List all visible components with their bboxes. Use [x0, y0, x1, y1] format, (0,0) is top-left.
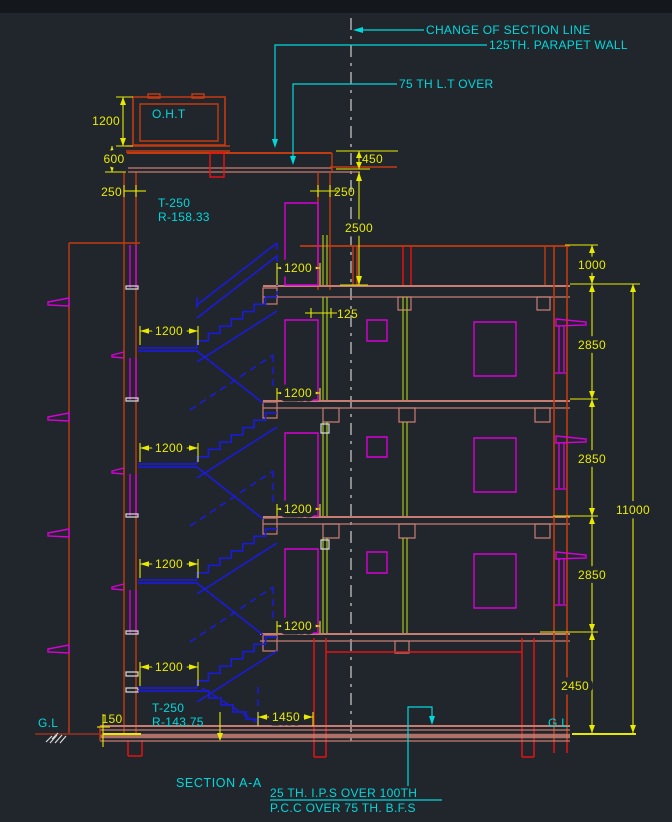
- floor-note-line1: 25 TH. I.P.S OVER 100TH: [270, 786, 417, 800]
- dim-landing-r2: 1200: [284, 386, 312, 400]
- oht-label: O.H.T: [152, 107, 186, 121]
- dim-wall-right-250: 250: [310, 185, 355, 199]
- dim-landing-r1: 1200: [284, 261, 312, 275]
- dim-150: 150: [102, 712, 123, 726]
- right-wall-window-1: [555, 319, 586, 373]
- chajja-left-4: [48, 645, 69, 653]
- dim-2850-f1: 2850: [578, 568, 606, 582]
- right-wall-window-3: [555, 552, 586, 605]
- dim-2850-f3: 2850: [578, 338, 606, 352]
- dim-total-height: 11000: [612, 284, 654, 733]
- dim-125: 125: [337, 307, 358, 321]
- top-flight-railing: [197, 243, 277, 318]
- annotation-leaders: CHANGE OF SECTION LINE 125TH. PARAPET WA…: [272, 23, 628, 165]
- stair-top-tread: T-250: [158, 196, 190, 210]
- terrace-parapet: [300, 246, 570, 285]
- dim-landing-l2: 1200: [155, 441, 183, 455]
- dim-450: 450: [362, 152, 383, 166]
- ground-level-left: G.L: [38, 712, 223, 747]
- gl-left-label: G.L: [38, 716, 58, 730]
- chajja-left-2: [48, 413, 69, 421]
- dim-11000: 11000: [616, 503, 650, 517]
- door-floor1: [285, 549, 318, 633]
- parapet-wall-label: 125TH. PARAPET WALL: [489, 38, 628, 52]
- floor-slab-2: [263, 517, 570, 538]
- chajja-left-1: [48, 298, 69, 306]
- columns: [128, 638, 567, 757]
- vent-openings: [367, 320, 387, 573]
- dim-landing-l4: 1200: [155, 660, 183, 674]
- plinth-slab: [35, 726, 570, 741]
- stair-bottom-riser: R-143.75: [152, 715, 204, 729]
- dim-oht-height: 1200: [92, 97, 133, 146]
- roof-slab: [263, 286, 570, 310]
- right-exterior-wall: [554, 246, 586, 741]
- dim-landing-r4: 1200: [284, 619, 312, 633]
- bottom-flight: [138, 637, 277, 727]
- dim-2450: 2450: [561, 679, 589, 693]
- dim-mumty-height-2500: 2500: [340, 172, 377, 285]
- floor-note-line2: P.C.C OVER 75 TH. B.F.S: [270, 801, 416, 815]
- left-exterior-wall: [48, 243, 140, 733]
- partition-walls: [321, 235, 407, 633]
- chajja-left-3: [48, 529, 69, 537]
- right-wall-window-2: [555, 436, 586, 489]
- floor-note: 25 TH. I.P.S OVER 100TH P.C.C OVER 75 TH…: [270, 707, 442, 815]
- lt-over-label: 75 TH L.T OVER: [399, 77, 493, 91]
- overhead-tank: [126, 94, 230, 151]
- dim-1450: 1450: [272, 710, 300, 724]
- dim-landing-l3: 1200: [155, 557, 183, 571]
- dim-offset-125: 125: [305, 307, 358, 321]
- door-mumty: [285, 203, 318, 285]
- staircase-wall: [124, 172, 138, 733]
- viewport-top-edge: [0, 0, 672, 13]
- dim-250-right: 250: [334, 185, 355, 199]
- dim-2500: 2500: [345, 221, 373, 235]
- ground-level-right: G.L: [548, 716, 636, 734]
- floor-slab-1: [260, 634, 570, 653]
- dim-plinth-150: 150: [97, 712, 122, 727]
- door-floor3: [285, 320, 318, 400]
- door-frames: [285, 203, 318, 633]
- stair-wall-windows: [126, 245, 138, 692]
- dim-flight-run-1450: 1450: [258, 706, 313, 729]
- change-of-section-label: CHANGE OF SECTION LINE: [426, 23, 591, 37]
- floor-slab-3: [263, 401, 570, 422]
- dim-1200-oht: 1200: [92, 114, 120, 128]
- door-floor2: [285, 433, 318, 516]
- stair-top-riser: R-158.33: [158, 210, 210, 224]
- dim-250-left: 250: [101, 185, 122, 199]
- staircase-flights: [137, 243, 278, 727]
- dim-600: 600: [104, 152, 125, 166]
- dim-tank-base: 600: [99, 146, 129, 172]
- window-elevations: [474, 322, 516, 608]
- dim-wall-left-250: 250: [101, 185, 146, 199]
- dim-landing-l1: 1200: [155, 324, 183, 338]
- ground-hatch-icon: [46, 733, 66, 743]
- dim-landing-r3: 1200: [284, 502, 312, 516]
- stair-bottom-tread: T-250: [152, 701, 184, 715]
- dim-2850-f2: 2850: [578, 452, 606, 466]
- right-dim-chain: 1000 2850 2850 2850 2450: [540, 245, 640, 733]
- dims-landing-left: 1200 1200 1200 1200: [140, 320, 198, 686]
- gl-right-label: G.L: [548, 716, 568, 730]
- dim-1000: 1000: [578, 258, 606, 272]
- section-title: SECTION A-A: [176, 776, 262, 790]
- dim-slab-step-450: 450: [336, 151, 398, 169]
- dims-landing-right: 1200 1200 1200 1200: [277, 257, 320, 638]
